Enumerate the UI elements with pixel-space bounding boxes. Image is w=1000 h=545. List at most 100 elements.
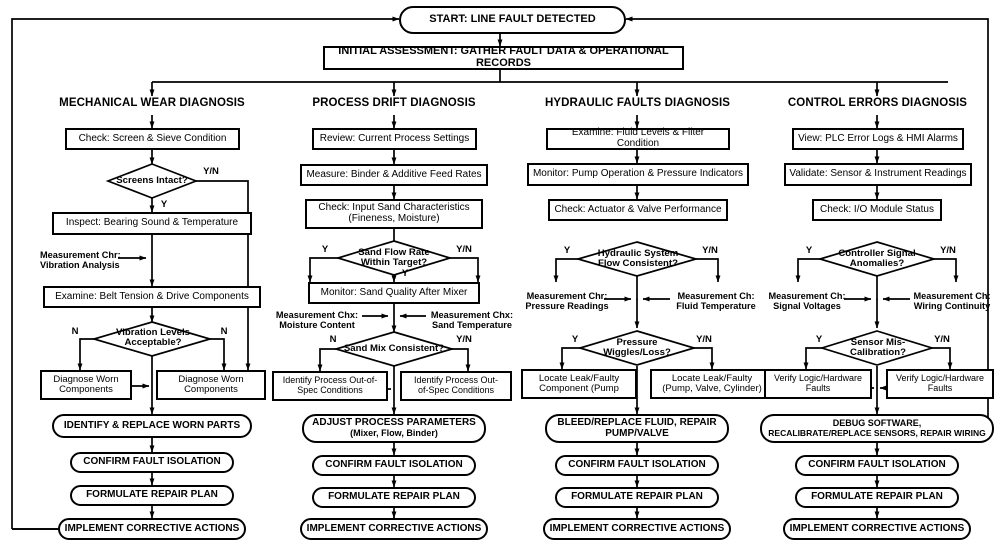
- col3-decision-2-line2: Wiggles/Loss?: [603, 347, 671, 358]
- col2-measurement-left: Measurement Chx: Moisture Content: [270, 308, 364, 332]
- col4-measurement-left-line2: Signal Voltages: [773, 301, 841, 311]
- col3-outcome-right-line2: (Pump, Valve, Cylinder): [662, 383, 762, 394]
- col4-decision-1-text: Controller Signal Anomalies?: [831, 246, 923, 272]
- col3-action-node[interactable]: BLEED/REPLACE FLUID, REPAIR PUMP/VALVE: [545, 414, 729, 443]
- col2-step-2[interactable]: Measure: Binder & Additive Feed Rates: [300, 164, 488, 186]
- col2-step-3[interactable]: Check: Input Sand Characteristics (Finen…: [305, 199, 483, 229]
- col2-decision-2-text: Sand Mix Consistent?: [343, 342, 445, 354]
- col3-measurement-left: Measurement Chr: Pressure Readings: [520, 289, 614, 313]
- col1-step-3[interactable]: Examine: Belt Tension & Drive Components: [43, 286, 261, 308]
- col4-measurement-left-line1: Measurement Ch:: [768, 290, 846, 301]
- col3-action-line1: BLEED/REPLACE FLUID, REPAIR: [557, 416, 717, 428]
- col3-measurement-right-line2: Fluid Temperature: [676, 301, 756, 311]
- col2-decision-1-text: Sand Flow Rate Within Target?: [348, 245, 440, 271]
- col4-implement-node[interactable]: IMPLEMENT CORRECTIVE ACTIONS: [783, 518, 971, 540]
- col3-d2-left-label: Y: [571, 333, 579, 345]
- col4-action-node[interactable]: DEBUG SOFTWARE, RECALIBRATE/REPLACE SENS…: [760, 414, 994, 443]
- col2-outcome-right[interactable]: Identify Process Out- of-Spec Conditions: [400, 371, 512, 401]
- col1-d2-right-label: N: [220, 325, 228, 337]
- col1-measurement-left-line1: Measurement Chr:: [40, 249, 121, 260]
- initial-assessment-node[interactable]: INITIAL ASSESSMENT: GATHER FAULT DATA & …: [323, 45, 684, 70]
- col2-outcome-right-line1: Identify Process Out-: [413, 375, 499, 386]
- column-header-process: PROCESS DRIFT DIAGNOSIS: [312, 96, 476, 109]
- col3-decision-2-line1: Pressure: [616, 336, 658, 348]
- col4-step-3[interactable]: Check: I/O Module Status: [812, 199, 942, 221]
- col2-d1-left-label: Y: [321, 243, 329, 255]
- col2-confirm-node[interactable]: CONFIRM FAULT ISOLATION: [312, 455, 476, 476]
- col3-step-2[interactable]: Monitor: Pump Operation & Pressure Indic…: [527, 163, 749, 186]
- decision-controller-signal: [817, 241, 937, 277]
- col4-outcome-right-line2: Faults: [927, 383, 953, 393]
- col1-outcome-left[interactable]: Diagnose Worn Components: [40, 370, 132, 400]
- col2-step-3-line2: (Fineness, Moisture): [348, 213, 440, 224]
- decision-screens-intact: [105, 163, 199, 199]
- col2-implement-node[interactable]: IMPLEMENT CORRECTIVE ACTIONS: [300, 518, 488, 540]
- start-node[interactable]: START: LINE FAULT DETECTED: [399, 6, 626, 34]
- decision-sand-flow-rate: [335, 240, 453, 276]
- decision-vibration-levels: [90, 321, 214, 357]
- col3-step-3[interactable]: Check: Actuator & Valve Performance: [548, 199, 728, 221]
- col2-formulate-node[interactable]: FORMULATE REPAIR PLAN: [312, 487, 476, 508]
- col4-outcome-right[interactable]: Verify Logic/Hardware Faults: [886, 369, 994, 399]
- col2-action-node[interactable]: ADJUST PROCESS PARAMETERS (Mixer, Flow, …: [302, 414, 486, 443]
- col3-decision-1-line2: Flow Consistent?: [598, 258, 678, 269]
- col1-outcome-right[interactable]: Diagnose Worn Components: [156, 370, 266, 400]
- col4-decision-1-line1: Controller Signal: [838, 247, 916, 259]
- col3-outcome-right[interactable]: Locate Leak/Faulty (Pump, Valve, Cylinde…: [650, 369, 774, 399]
- col1-d2-left-label: N: [71, 325, 79, 337]
- col3-implement-node[interactable]: IMPLEMENT CORRECTIVE ACTIONS: [543, 518, 731, 540]
- col1-measurement-left: Measurement Chr: Vibration Analysis: [40, 248, 124, 272]
- col4-outcome-left-line2: Faults: [805, 383, 831, 393]
- col2-outcome-left[interactable]: Identify Process Out-of- Spec Conditions: [272, 371, 388, 401]
- col1-confirm-node[interactable]: CONFIRM FAULT ISOLATION: [70, 452, 234, 473]
- col1-formulate-node[interactable]: FORMULATE REPAIR PLAN: [70, 485, 234, 506]
- col3-confirm-node[interactable]: CONFIRM FAULT ISOLATION: [555, 455, 719, 476]
- col1-step-1[interactable]: Check: Screen & Sieve Condition: [65, 128, 240, 150]
- col3-outcome-left-line1: Locate Leak/Faulty: [538, 372, 620, 384]
- col2-decision-1-line2: Within Target?: [360, 257, 428, 268]
- col2-action-line2: (Mixer, Flow, Binder): [350, 428, 438, 439]
- col4-decision-2-line2: Calibration?: [850, 347, 906, 358]
- col3-d1-left-label: Y: [563, 244, 571, 256]
- decision-sensor-miscalibration: [819, 330, 935, 366]
- col1-action-node[interactable]: IDENTIFY & REPLACE WORN PARTS: [52, 414, 252, 438]
- decision-sand-mix-consistent: [332, 331, 456, 367]
- col2-step-1[interactable]: Review: Current Process Settings: [312, 128, 477, 150]
- col3-d1-right-label: Y/N: [702, 244, 718, 256]
- col4-decision-1-line2: Anomalies?: [849, 258, 905, 269]
- col4-confirm-node[interactable]: CONFIRM FAULT ISOLATION: [795, 455, 959, 476]
- col1-implement-node[interactable]: IMPLEMENT CORRECTIVE ACTIONS: [58, 518, 246, 540]
- col4-decision-2-line1: Sensor Mis-: [850, 336, 906, 348]
- col3-outcome-left-line2: Component (Pump: [539, 383, 619, 394]
- column-header-hydraulic: HYDRAULIC FAULTS DIAGNOSIS: [544, 96, 731, 109]
- col4-outcome-right-line1: Verify Logic/Hardware: [895, 373, 985, 384]
- col2-d2-right-label: Y/N: [456, 333, 472, 345]
- col1-decision-2-text: Vibration Levels Acceptable?: [107, 325, 199, 351]
- col3-measurement-left-line1: Measurement Chr:: [526, 290, 608, 301]
- col4-step-1[interactable]: View: PLC Error Logs & HMI Alarms: [792, 128, 964, 150]
- col3-formulate-node[interactable]: FORMULATE REPAIR PLAN: [555, 487, 719, 508]
- col2-mid-step[interactable]: Monitor: Sand Quality After Mixer: [308, 282, 480, 304]
- col2-measurement-left-line1: Measurement Chx:: [275, 309, 359, 320]
- col3-measurement-left-line2: Pressure Readings: [525, 301, 609, 311]
- col4-outcome-left[interactable]: Verify Logic/Hardware Faults: [764, 369, 872, 399]
- col4-formulate-node[interactable]: FORMULATE REPAIR PLAN: [795, 487, 959, 508]
- col4-step-2[interactable]: Validate: Sensor & Instrument Readings: [784, 163, 972, 186]
- col3-outcome-right-line1: Locate Leak/Faulty: [671, 372, 753, 384]
- col1-d1-down-label: Y: [160, 198, 168, 210]
- col3-step-1[interactable]: Examine: Fluid Levels & Filter Condition: [546, 127, 730, 150]
- col3-decision-1-line1: Hydraulic System: [597, 247, 679, 259]
- col3-measurement-right: Measurement Ch: Fluid Temperature: [668, 289, 764, 313]
- col3-outcome-left[interactable]: Locate Leak/Faulty Component (Pump: [521, 369, 637, 399]
- col2-step-3-line1: Check: Input Sand Characteristics: [318, 202, 470, 214]
- col1-step-2[interactable]: Inspect: Bearing Sound & Temperature: [52, 212, 252, 235]
- col4-measurement-right: Measurement Ch: Wiring Continuity: [906, 289, 998, 313]
- col4-decision-2-text: Sensor Mis- Calibration?: [836, 335, 920, 361]
- column-header-control: CONTROL ERRORS DIAGNOSIS: [787, 96, 968, 109]
- col1-outcome-right-line2: Components: [184, 384, 238, 395]
- col2-measurement-right-line2: Sand Temperature: [432, 320, 512, 330]
- col2-action-line1: ADJUST PROCESS PARAMETERS: [312, 417, 476, 429]
- column-header-mechanical: MECHANICAL WEAR DIAGNOSIS: [59, 96, 245, 109]
